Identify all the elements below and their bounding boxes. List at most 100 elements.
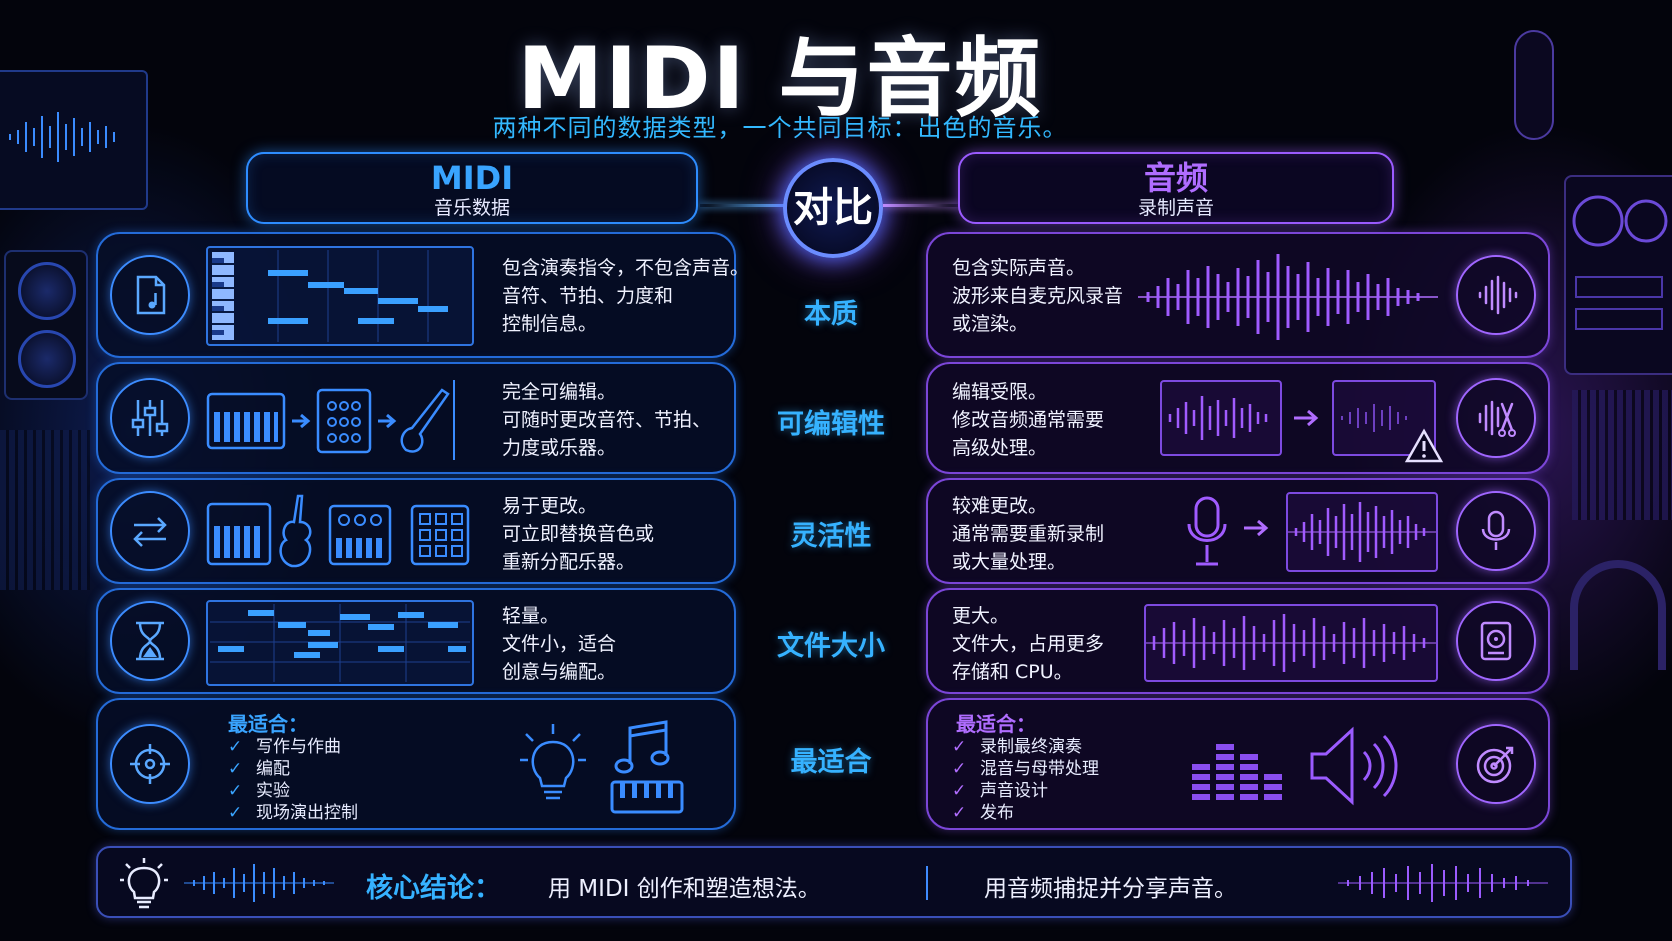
audio-row-file-size: 更大。 文件大，占用更多 存储和 CPU。: [926, 588, 1550, 694]
tape-reels: [1572, 195, 1668, 330]
list-item-label: 录制最终演奏: [980, 737, 1082, 757]
midi-row-flexibility: 易于更改。 可立即替换音色或 重新分配乐器。: [96, 478, 736, 584]
check-icon: ✓: [228, 781, 243, 801]
audio-header: 音频 录制声音: [958, 152, 1394, 224]
text-line: 修改音频通常需要: [952, 409, 1105, 431]
text-line: 文件小，适合: [502, 633, 617, 655]
conclusion-bar: 核心结论： 用 MIDI 创作和塑造想法。 用音频捕捉并分享声音。: [96, 846, 1572, 918]
check-icon: ✓: [228, 803, 243, 823]
midi-header: MIDI 音乐数据: [246, 152, 698, 224]
text-line: 通常需要重新录制: [952, 523, 1105, 545]
midi-file-icon: [110, 255, 190, 335]
list-item: ✓写作与作曲: [228, 736, 358, 758]
audio-best-for-heading: 最适合：: [956, 712, 1036, 736]
list-item: ✓ 现场演出控制: [228, 802, 358, 824]
audio-editability-text: 编辑受限。 修改音频通常需要 高级处理。: [952, 378, 1104, 462]
conclusion-midi-text: 用 MIDI 创作和塑造想法。: [548, 876, 821, 902]
swap-arrows-icon: [110, 491, 190, 571]
midi-title: MIDI: [430, 159, 514, 197]
check-icon: ✓: [952, 737, 967, 757]
vs-badge: 对比: [783, 158, 883, 258]
audio-row-best-for: 最适合： ✓ 录制最终演奏 ✓ 混音与母带处理 ✓ 声音设计 ✓ 发布: [926, 698, 1550, 830]
blue-waveform-decoration: [184, 860, 334, 906]
midi-best-for-heading: 最适合：: [228, 712, 308, 736]
text-line: 力度或乐器。: [502, 437, 617, 459]
studio-monitor-screen: [0, 70, 148, 210]
list-item-label: 写作与作曲: [256, 737, 341, 757]
music-note-keyboard-illustration: [608, 720, 686, 816]
purple-waveform-decoration: [1338, 860, 1548, 906]
category-file-size: 文件大小: [777, 631, 885, 662]
conclusion-audio-text: 用音频捕捉并分享声音。: [984, 876, 1237, 902]
speaker-tweeter: [18, 262, 76, 320]
text-line: 存储和 CPU。: [952, 661, 1073, 683]
text-line: 更大。: [952, 605, 1010, 627]
large-waveform-illustration: [1144, 604, 1438, 682]
text-line: 或渲染。: [952, 313, 1029, 335]
audio-flexibility-text: 较难更改。 通常需要重新录制 或大量处理。: [952, 492, 1104, 576]
midi-flexibility-text: 易于更改。 可立即替换音色或 重新分配乐器。: [502, 492, 654, 576]
hard-drive-icon: [1456, 601, 1536, 681]
tape-machine: [1564, 175, 1672, 375]
text-line: 包含演奏指令，不包含声音。: [502, 257, 750, 279]
headphones: [1570, 560, 1666, 670]
conclusion-label: 核心结论：: [366, 873, 501, 904]
audio-row-editability: 编辑受限。 修改音频通常需要 高级处理。: [926, 362, 1550, 474]
text-line: 易于更改。: [502, 495, 598, 517]
list-item-label: 混音与母带处理: [980, 759, 1099, 779]
violin-icon: [279, 494, 312, 568]
midi-row-file-size: 轻量。 文件小，适合 创意与编配。: [96, 588, 736, 694]
midi-nature-text: 包含演奏指令，不包含声音。 音符、节拍、力度和 控制信息。: [502, 254, 749, 338]
studio-microphone: [1514, 30, 1554, 140]
synth-module-icon: [328, 504, 392, 566]
list-item-label: 发布: [980, 803, 1014, 823]
audio-row-nature: 包含实际声音。 波形来自麦克风录音 或渲染。: [926, 232, 1550, 358]
instrument-swap-illustration: [206, 492, 476, 574]
category-nature: 本质: [804, 299, 858, 330]
midi-clip-illustration: [206, 600, 474, 686]
sliders-icon: [110, 378, 190, 458]
level-meter-illustration: [1190, 736, 1288, 802]
text-line: 较难更改。: [952, 495, 1048, 517]
speaker-illustration: [1308, 724, 1404, 808]
arrow-right-icon: [1242, 516, 1272, 540]
check-icon: ✓: [952, 781, 967, 801]
audio-nature-text: 包含实际声音。 波形来自麦克风录音 或渲染。: [952, 254, 1123, 338]
list-item: ✓ 实验: [228, 780, 358, 802]
check-icon: ✓: [952, 803, 967, 823]
midi-editability-text: 完全可编辑。 可随时更改音符、节拍、 力度或乐器。: [502, 378, 711, 462]
guitar-icon: [400, 388, 450, 453]
text-line: 控制信息。: [502, 313, 598, 335]
piano-roll-illustration: [206, 246, 474, 346]
hourglass-icon: [110, 601, 190, 681]
list-item-label: 声音设计: [980, 781, 1048, 801]
sampler-pad-icon: [410, 504, 470, 566]
check-icon: ✓: [952, 759, 967, 779]
check-icon: ✓: [228, 759, 243, 779]
synth-keyboard: [1572, 390, 1672, 520]
lightbulb-icon: [118, 856, 170, 912]
list-item-label: 现场演出控制: [256, 803, 358, 823]
list-item-label: 实验: [256, 781, 290, 801]
audio-row-flexibility: 较难更改。 通常需要重新录制 或大量处理。: [926, 478, 1550, 584]
text-line: 可随时更改音符、节拍、: [502, 409, 712, 431]
studio-speaker: [4, 250, 88, 400]
page-title: MIDI 与音频: [517, 29, 1043, 129]
audio-file-size-text: 更大。 文件大，占用更多 存储和 CPU。: [952, 602, 1104, 686]
recorded-waveform-illustration: [1286, 492, 1438, 572]
audio-subtitle: 录制声音: [1137, 197, 1214, 219]
text-line: 编辑受限。: [952, 381, 1048, 403]
text-line: 完全可编辑。: [502, 381, 617, 403]
drum-pad-icon: [316, 388, 372, 454]
list-item: ✓ 录制最终演奏: [952, 736, 1099, 758]
list-item-label: 编配: [256, 759, 290, 779]
lightning-left: [700, 204, 784, 207]
midi-row-best-for: 最适合： ✓写作与作曲 ✓ 编配 ✓ 实验 ✓ 现场演出控制: [96, 698, 736, 830]
warning-icon: [1404, 428, 1444, 464]
keyboard-icon: [206, 502, 272, 566]
microphone-illustration: [1184, 494, 1230, 570]
waveform-illustration: [1138, 248, 1438, 346]
category-editability: 可编辑性: [777, 409, 885, 440]
text-line: 文件大，占用更多: [952, 633, 1105, 655]
text-line: 轻量。: [502, 605, 560, 627]
